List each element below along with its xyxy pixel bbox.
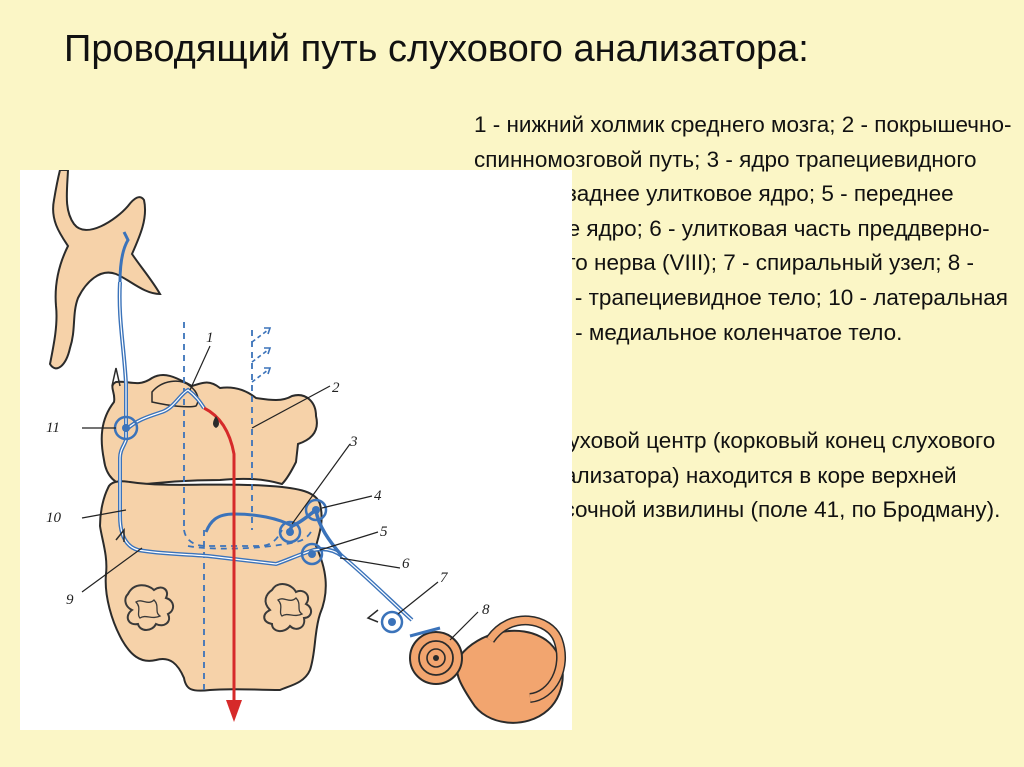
small-arrow-icon-ganglion	[366, 609, 379, 623]
label-10: 10	[46, 510, 62, 526]
label-7: 7	[440, 570, 449, 586]
label-6: 6	[402, 556, 410, 572]
auditory-center-note: Слуховой центр (корковый конец слухового…	[539, 428, 1001, 523]
diagram-svg: 1 2 3 4 5 6 7 8 9 10 11	[20, 170, 572, 730]
cortex-gyrus	[48, 170, 162, 370]
upward-arrow-icon	[111, 367, 121, 387]
right-olive-inner	[276, 597, 304, 617]
slide-title: Проводящий путь слухового анализатора:	[64, 28, 809, 70]
left-olive-nucleus	[124, 584, 174, 631]
ventral-cochlear-nucleus	[300, 542, 324, 566]
dorsal-cochlear-nucleus	[304, 498, 328, 522]
label-1: 1	[206, 330, 214, 346]
droplet-mark	[213, 416, 219, 428]
label-8: 8	[482, 602, 490, 618]
label-leader-lines	[81, 345, 479, 641]
label-9: 9	[66, 592, 74, 608]
left-olive-inner	[134, 599, 162, 619]
auditory-pathway-inner	[119, 281, 413, 621]
label-11: 11	[46, 420, 60, 436]
tectospinal-arrowhead	[226, 700, 242, 722]
small-arrow-icon-lower	[115, 527, 125, 542]
auditory-radiation	[118, 231, 130, 283]
auditory-pathway-diagram: 1 2 3 4 5 6 7 8 9 10 11	[20, 170, 572, 730]
cochlea-illustration	[409, 615, 567, 724]
label-3: 3	[349, 434, 358, 450]
trapezoid-nucleus	[278, 520, 302, 544]
label-5: 5	[380, 524, 388, 540]
ascending-arrows	[251, 327, 272, 383]
label-2: 2	[332, 380, 340, 396]
right-olive-nucleus	[263, 583, 312, 632]
spiral-ganglion	[380, 610, 404, 634]
label-4: 4	[374, 488, 382, 504]
tectospinal-tract	[203, 406, 236, 710]
pons-medulla-tissue	[98, 480, 327, 692]
